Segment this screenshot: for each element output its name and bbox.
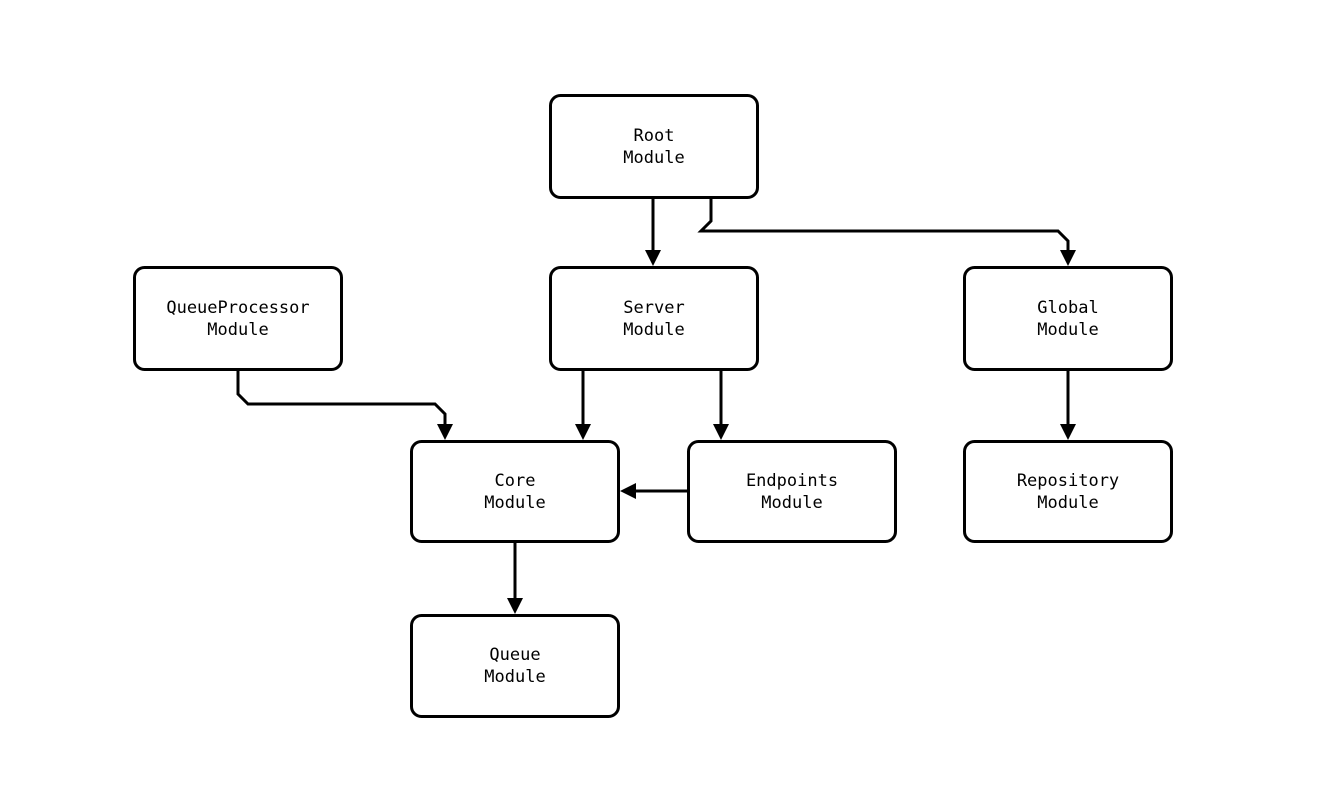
- edge-line: [236, 371, 447, 429]
- arrowhead-icon: [713, 424, 729, 440]
- edge-line: [697, 199, 1070, 255]
- edge-global-to-repository: [1060, 371, 1076, 440]
- node-box-repository[interactable]: [963, 440, 1173, 543]
- node-box-core[interactable]: [410, 440, 620, 543]
- edge-core-to-queue: [507, 543, 523, 614]
- arrowhead-icon: [507, 598, 523, 614]
- arrowhead-icon: [437, 424, 453, 440]
- nodes-layer: [133, 94, 1173, 718]
- arrowhead-icon: [645, 250, 661, 266]
- arrowhead-icon: [1060, 424, 1076, 440]
- node-box-root[interactable]: [549, 94, 759, 199]
- edge-root-to-global: [697, 199, 1076, 266]
- arrowhead-icon: [575, 424, 591, 440]
- arrowhead-icon: [1060, 250, 1076, 266]
- edge-server-to-endpoints: [713, 371, 729, 440]
- node-box-endpoints[interactable]: [687, 440, 897, 543]
- edges-layer: [236, 199, 1076, 614]
- arrowhead-icon: [620, 483, 636, 499]
- edge-queueprocessor-to-core: [236, 371, 453, 440]
- node-box-global[interactable]: [963, 266, 1173, 371]
- edge-endpoints-to-core: [620, 483, 687, 499]
- edge-root-to-server: [645, 199, 661, 266]
- node-box-queue[interactable]: [410, 614, 620, 718]
- node-box-server[interactable]: [549, 266, 759, 371]
- edge-server-to-core: [575, 371, 591, 440]
- node-box-queueprocessor[interactable]: [133, 266, 343, 371]
